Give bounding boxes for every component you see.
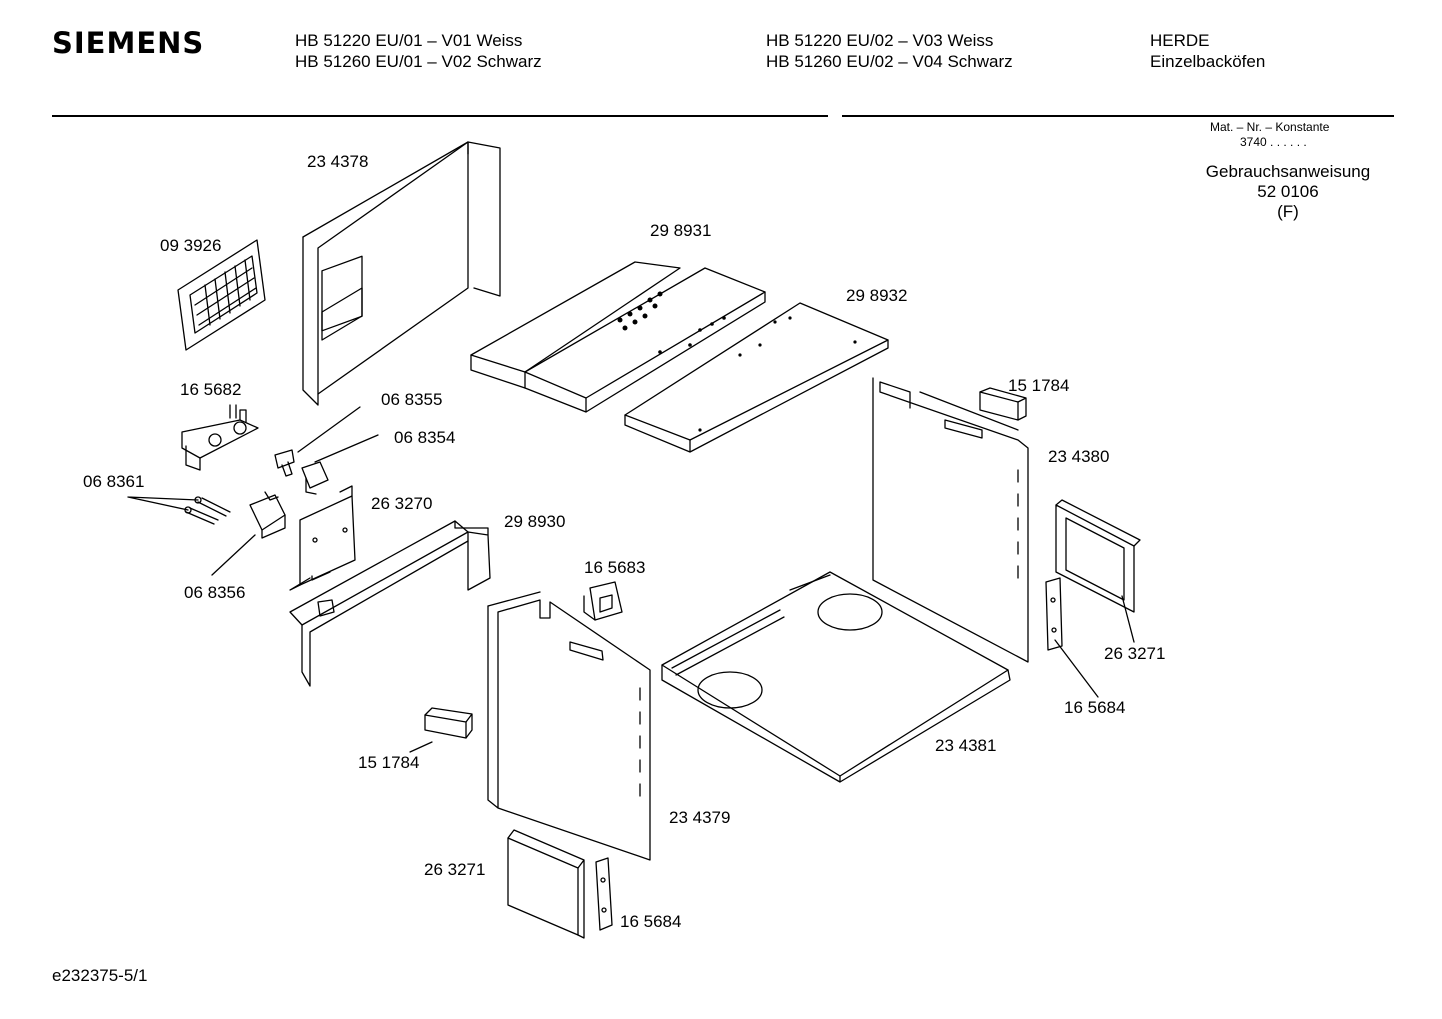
part-side-panel-234380 — [873, 378, 1028, 662]
manual-label: Gebrauchsanweisung — [1205, 162, 1371, 181]
part-top-cover-298931 — [471, 262, 765, 412]
part-label: 23 4379 — [669, 808, 731, 827]
model-list-left: HB 51220 EU/01 – V01 Weiss HB 51260 EU/0… — [295, 30, 542, 72]
manual-code: (F) — [1277, 202, 1299, 221]
part-label: 23 4381 — [935, 736, 997, 755]
model-list-right: HB 51220 EU/02 – V03 Weiss HB 51260 EU/0… — [766, 30, 1013, 72]
part-label: 16 5683 — [584, 558, 646, 577]
part-label: 26 3271 — [424, 860, 486, 879]
part-label: 29 8930 — [504, 512, 566, 531]
model-line: HB 51260 EU/01 – V02 Schwarz — [295, 52, 542, 71]
part-label: 15 1784 — [358, 753, 420, 772]
part-label: 23 4378 — [307, 152, 369, 171]
part-label: 29 8931 — [650, 221, 712, 240]
part-lock-068356 — [250, 492, 285, 538]
mat-value: 3740 . . . . . . — [1240, 135, 1307, 149]
part-clip-068354 — [302, 462, 328, 494]
model-line: HB 51220 EU/02 – V03 Weiss — [766, 31, 994, 50]
part-rear-panel-234378 — [303, 142, 500, 405]
part-label: 26 3270 — [371, 494, 433, 513]
leader-lines — [128, 407, 1134, 752]
product-category: HERDE Einzelbacköfen — [1150, 30, 1265, 72]
part-label: 06 8355 — [381, 390, 443, 409]
model-line: HB 51220 EU/01 – V01 Weiss — [295, 31, 523, 50]
part-component-165683 — [584, 582, 622, 620]
part-label: 16 5682 — [180, 380, 242, 399]
category-line: Einzelbacköfen — [1150, 52, 1266, 71]
part-label: 16 5684 — [1064, 698, 1126, 717]
manual-block: Gebrauchsanweisung 52 0106 (F) — [1192, 162, 1384, 222]
part-grille-093926 — [178, 240, 265, 350]
part-clip-151784-upper — [980, 388, 1026, 420]
part-label: 06 8356 — [184, 583, 246, 602]
part-screws-068361 — [185, 497, 230, 524]
part-cover-263271-lower — [508, 830, 584, 938]
header-rule-left — [52, 115, 828, 117]
category-line: HERDE — [1150, 31, 1210, 50]
part-label: 09 3926 — [160, 236, 222, 255]
part-label: 15 1784 — [1008, 376, 1070, 395]
part-screw-068355 — [275, 450, 294, 476]
part-bottom-panel-234381 — [662, 572, 1010, 782]
part-clip-151784-lower — [425, 708, 472, 738]
part-label: 06 8354 — [394, 428, 456, 447]
part-label: 23 4380 — [1048, 447, 1110, 466]
model-line: HB 51260 EU/02 – V04 Schwarz — [766, 52, 1013, 71]
part-label: 16 5684 — [620, 912, 682, 931]
part-rail-298930 — [290, 521, 490, 686]
part-hinge-165684-upper — [1046, 578, 1062, 650]
part-label: 29 8932 — [846, 286, 908, 305]
header-rule-right — [842, 115, 1394, 117]
drawing-id: e232375-5/1 — [52, 966, 148, 985]
mat-label: Mat. – Nr. – Konstante — [1210, 120, 1330, 134]
part-label: 06 8361 — [83, 472, 145, 491]
part-cover-298932 — [625, 303, 888, 452]
manual-number: 52 0106 — [1257, 182, 1319, 201]
part-frame-263271-upper — [1056, 500, 1140, 612]
part-bracket-165682 — [182, 405, 258, 470]
part-mount-plate-263270 — [290, 486, 355, 590]
brand-logo: SIEMENS — [52, 26, 205, 60]
part-label: 26 3271 — [1104, 644, 1166, 663]
part-hinge-165684-lower — [596, 858, 612, 930]
part-side-panel-234379 — [488, 592, 650, 860]
